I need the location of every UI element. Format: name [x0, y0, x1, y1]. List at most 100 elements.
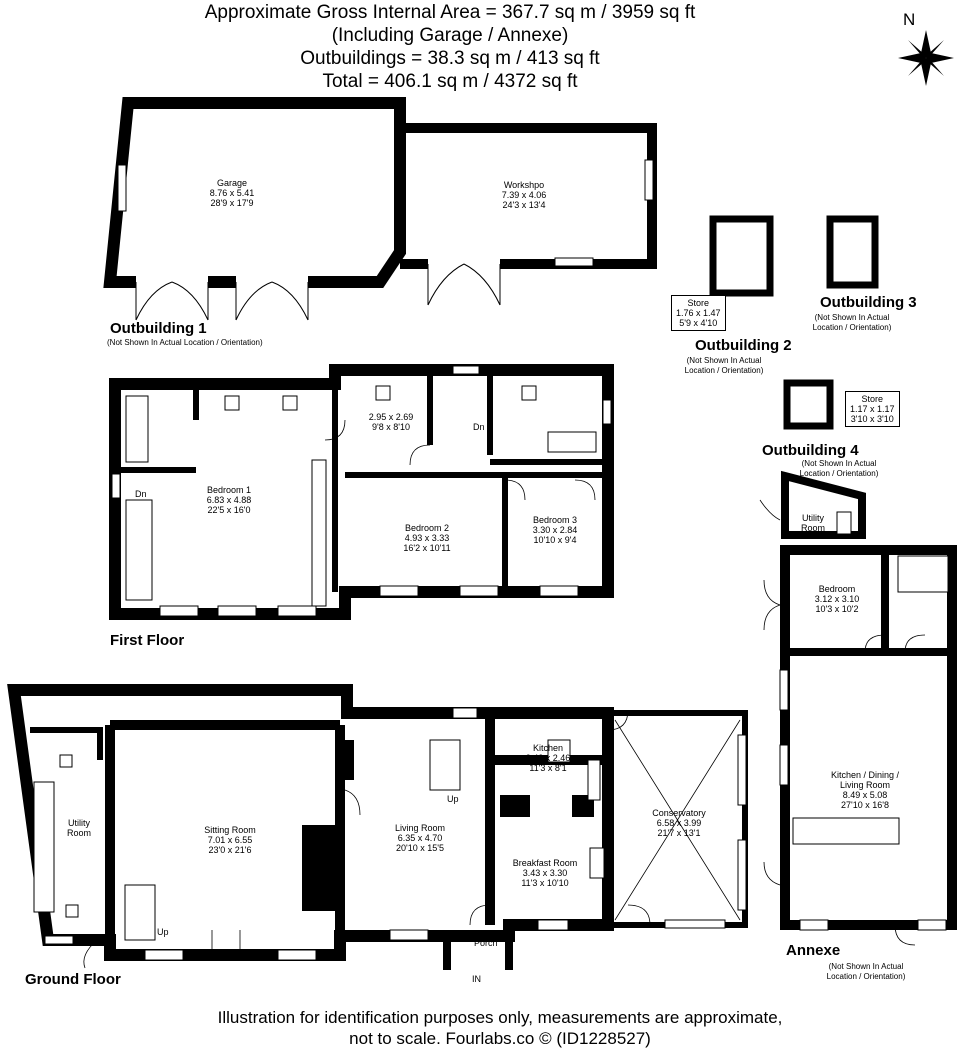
gf-utility-label: Utility Room: [67, 818, 91, 838]
garage-label: Garage 8.76 x 5.41 28'9 x 17'9: [210, 178, 255, 208]
annexe-bedroom-name: Bedroom: [818, 584, 856, 594]
gf-up-label-2: Up: [157, 927, 169, 937]
outbuilding3-note-line2: Location / Orientation): [812, 323, 892, 332]
outbuilding4-store-metric: 1.17 x 1.17: [850, 404, 895, 414]
living-room-label: Living Room 6.35 x 4.70 20'10 x 15'5: [395, 823, 445, 853]
porch-walls: [443, 936, 513, 970]
workshop-label: Workshpo 7.39 x 4.06 24'3 x 13'4: [502, 180, 547, 210]
workshop-metric: 7.39 x 4.06: [501, 190, 547, 200]
annexe-kdl-name1: Kitchen / Dining /: [830, 770, 900, 780]
outbuilding4-store-imperial: 3'10 x 3'10: [850, 414, 894, 424]
outbuilding2-note-line1: (Not Shown In Actual: [686, 356, 762, 365]
gf-utility-name2: Room: [66, 828, 92, 838]
bedroom3-name: Bedroom 3: [532, 515, 578, 525]
outbuilding3-note: (Not Shown In Actual Location / Orientat…: [813, 313, 892, 333]
annexe-kdl-imperial: 27'10 x 16'8: [841, 800, 889, 810]
bedroom1-metric: 6.83 x 4.88: [206, 495, 252, 505]
living-room-name: Living Room: [394, 823, 446, 833]
first-floor-walls: [109, 364, 614, 620]
bedroom3-imperial: 10'10 x 9'4: [533, 535, 577, 545]
annexe-bedroom-metric: 3.12 x 3.10: [814, 594, 860, 604]
breakfast-room-imperial: 11'3 x 10'10: [521, 878, 569, 888]
entrance-in-label: IN: [472, 974, 481, 984]
annexe-bedroom-label: Bedroom 3.12 x 3.10 10'3 x 10'2: [815, 584, 860, 614]
annexe-note-line1: (Not Shown In Actual: [828, 962, 904, 971]
outbuilding1-title: Outbuilding 1: [110, 320, 207, 337]
breakfast-room-label: Breakfast Room 3.43 x 3.30 11'3 x 10'10: [513, 858, 578, 888]
sitting-room-imperial: 23'0 x 21'6: [208, 845, 252, 855]
conservatory-name: Conservatory: [652, 808, 706, 818]
breakfast-room-metric: 3.43 x 3.30: [522, 868, 568, 878]
living-room-metric: 6.35 x 4.70: [397, 833, 443, 843]
outbuilding3-walls: [826, 215, 879, 289]
sitting-room-label: Sitting Room 7.01 x 6.55 23'0 x 21'6: [204, 825, 256, 855]
bedroom2-imperial: 16'2 x 10'11: [403, 543, 451, 553]
ground-floor-title: Ground Floor: [25, 971, 121, 988]
bedroom2-metric: 4.93 x 3.33: [404, 533, 450, 543]
outbuilding4-store-name: Store: [861, 394, 884, 404]
first-floor-dn-label-1: Dn: [135, 489, 147, 499]
kitchen-imperial: 11'3 x 8'1: [529, 763, 567, 773]
bedroom3-metric: 3.30 x 2.84: [532, 525, 578, 535]
area-summary-line2: (Including Garage / Annexe): [331, 25, 569, 46]
sitting-room-metric: 7.01 x 6.55: [207, 835, 253, 845]
area-summary-line4: Total = 406.1 sq m / 4372 sq ft: [322, 71, 578, 92]
outbuilding2-note-line2: Location / Orientation): [684, 366, 764, 375]
bedroom2-name: Bedroom 2: [404, 523, 450, 533]
annexe-utility-name2: Room: [800, 523, 826, 533]
small-room-imperial: 9'8 x 8'10: [372, 422, 410, 432]
gf-utility-name1: Utility: [67, 818, 90, 828]
first-floor-dn-label-2: Dn: [473, 422, 485, 432]
annexe-note-line2: Location / Orientation): [826, 972, 906, 981]
outbuilding2-note: (Not Shown In Actual Location / Orientat…: [685, 356, 764, 376]
workshop-imperial: 24'3 x 13'4: [502, 200, 546, 210]
kitchen-metric: 3.43 x 2.46: [525, 753, 571, 763]
outbuilding2-title: Outbuilding 2: [695, 337, 792, 354]
outbuilding4-note-line1: (Not Shown In Actual: [801, 459, 877, 468]
outbuilding2-walls: [709, 215, 774, 297]
bedroom2-label: Bedroom 2 4.93 x 3.33 16'2 x 10'11: [403, 523, 450, 553]
garage-imperial: 28'9 x 17'9: [210, 198, 254, 208]
porch-label: Porch: [474, 938, 498, 948]
annexe-utility-name1: Utility: [801, 513, 824, 523]
outbuilding3-note-line1: (Not Shown In Actual: [814, 313, 890, 322]
outbuilding4-store-label: Store 1.17 x 1.17 3'10 x 3'10: [845, 391, 900, 427]
outbuilding4-note-line2: Location / Orientation): [799, 469, 879, 478]
garage-metric: 8.76 x 5.41: [209, 188, 255, 198]
bedroom1-label: Bedroom 1 6.83 x 4.88 22'5 x 16'0: [207, 485, 252, 515]
annexe-kdl-label: Kitchen / Dining / Living Room 8.49 x 5.…: [831, 770, 899, 810]
kitchen-label: Kitchen 3.43 x 2.46 11'3 x 8'1: [526, 743, 571, 773]
outbuilding2-store-name: Store: [687, 298, 710, 308]
conservatory-metric: 6.58 x 3.99: [656, 818, 702, 828]
conservatory-imperial: 21'7 x 13'1: [657, 828, 701, 838]
garage-walls: [103, 97, 406, 288]
disclaimer-line1: Illustration for identification purposes…: [217, 1008, 783, 1027]
disclaimer-line2: not to scale. Fourlabs.co © (ID1228527): [349, 1029, 651, 1048]
small-room-label: 2.95 x 2.69 9'8 x 8'10: [369, 412, 414, 432]
outbuilding2-store-imperial: 5'9 x 4'10: [679, 318, 718, 328]
living-room-imperial: 20'10 x 15'5: [396, 843, 444, 853]
sitting-room-name: Sitting Room: [204, 825, 256, 835]
workshop-name: Workshpo: [503, 180, 545, 190]
breakfast-room-name: Breakfast Room: [512, 858, 578, 868]
outbuilding4-note: (Not Shown In Actual Location / Orientat…: [800, 459, 879, 479]
bedroom1-imperial: 22'5 x 16'0: [207, 505, 251, 515]
annexe-note: (Not Shown In Actual Location / Orientat…: [827, 962, 906, 982]
bedroom1-name: Bedroom 1: [206, 485, 252, 495]
annexe-kdl-metric: 8.49 x 5.08: [842, 790, 888, 800]
outbuilding3-title: Outbuilding 3: [820, 294, 917, 311]
conservatory-label: Conservatory 6.58 x 3.99 21'7 x 13'1: [652, 808, 706, 838]
small-room-metric: 2.95 x 2.69: [368, 412, 414, 422]
outbuilding4-title: Outbuilding 4: [762, 442, 859, 459]
outbuilding2-store-metric: 1.76 x 1.47: [676, 308, 721, 318]
annexe-bedroom-imperial: 10'3 x 10'2: [815, 604, 859, 614]
garage-name: Garage: [216, 178, 248, 188]
gf-up-label-1: Up: [447, 794, 459, 804]
area-summary-line1: Approximate Gross Internal Area = 367.7 …: [204, 2, 696, 23]
first-floor-title: First Floor: [110, 632, 185, 649]
bedroom3-label: Bedroom 3 3.30 x 2.84 10'10 x 9'4: [533, 515, 578, 545]
garage-doors: [135, 258, 501, 321]
annexe-utility-label: Utility Room: [801, 513, 825, 533]
kitchen-name: Kitchen: [532, 743, 564, 753]
